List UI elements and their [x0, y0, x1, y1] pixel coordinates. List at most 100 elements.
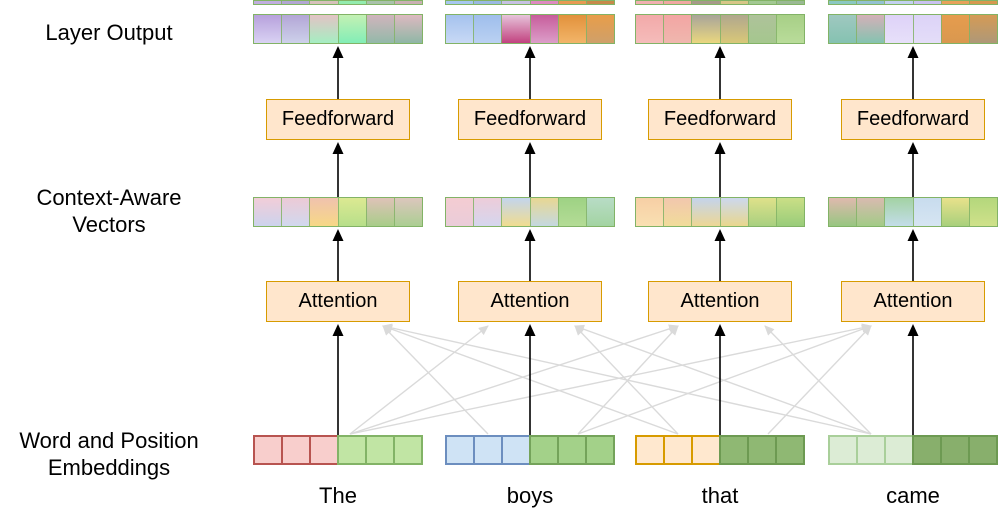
- vector-cell: [557, 198, 586, 226]
- vector-cell: [529, 198, 558, 226]
- context-aware-vector: [253, 197, 423, 227]
- vector-cell: [254, 1, 282, 4]
- vector-cell: [691, 15, 720, 43]
- label-word-position-embeddings: Word and Position Embeddings: [4, 427, 214, 481]
- context-aware-vector: [828, 197, 998, 227]
- vector-cell: [393, 198, 423, 226]
- position-embedding-cell: [557, 435, 587, 465]
- vector-cell: [829, 15, 857, 43]
- feedforward-box: Feedforward: [648, 99, 792, 140]
- word-embedding-cell: [856, 435, 886, 465]
- vector-cell: [281, 198, 310, 226]
- vector-cell: [775, 15, 805, 43]
- vector-cell: [473, 15, 502, 43]
- next-layer-vector-cropped: [445, 0, 615, 5]
- embedding-vector: [445, 435, 615, 465]
- vector-cell: [393, 15, 423, 43]
- vector-cell: [337, 15, 366, 43]
- vector-cell: [585, 198, 615, 226]
- attention-box: Attention: [841, 281, 985, 322]
- attention-box-label: Attention: [490, 290, 570, 312]
- label-layer-output: Layer Output: [45, 20, 173, 45]
- vector-cell: [254, 15, 282, 43]
- cross-attention-arrow: [382, 323, 872, 435]
- position-embedding-cell: [747, 435, 777, 465]
- word-embedding-cell: [253, 435, 283, 465]
- vector-cell: [501, 15, 530, 43]
- label-embeddings-line1: Word and Position: [19, 428, 199, 453]
- feedforward-box: Feedforward: [458, 99, 602, 140]
- layer-output-vector: [445, 14, 615, 44]
- vector-cell: [636, 15, 664, 43]
- label-context-aware-line1: Context-Aware: [36, 185, 182, 210]
- feedforward-box-label: Feedforward: [473, 108, 587, 130]
- vector-cell: [281, 1, 310, 4]
- word-embedding-cell: [445, 435, 475, 465]
- cross-attention-arrows: [349, 323, 872, 435]
- vector-cell: [473, 1, 502, 4]
- vector-cell: [968, 15, 998, 43]
- position-embedding-cell: [968, 435, 998, 465]
- cross-attention-arrow: [382, 325, 489, 435]
- cross-attention-arrow: [767, 325, 872, 435]
- vector-cell: [884, 198, 913, 226]
- vector-cell: [719, 198, 748, 226]
- vector-cell: [829, 1, 857, 4]
- vector-cell: [940, 1, 969, 4]
- context-aware-vector: [635, 197, 805, 227]
- vector-cell: [856, 198, 885, 226]
- vector-cell: [585, 15, 615, 43]
- vector-cell: [309, 15, 338, 43]
- embedding-vector: [253, 435, 423, 465]
- word-embedding-cell: [884, 435, 914, 465]
- vector-cell: [775, 1, 805, 4]
- word-label: that: [701, 483, 739, 508]
- vector-cell: [775, 198, 805, 226]
- cross-attention-arrow: [349, 323, 872, 435]
- label-embeddings-line2: Embeddings: [47, 455, 171, 480]
- position-embedding-cell: [775, 435, 805, 465]
- vector-cell: [337, 1, 366, 4]
- next-layer-vector-cropped: [253, 0, 423, 5]
- word-embedding-cell: [501, 435, 531, 465]
- vector-cell: [940, 15, 969, 43]
- vector-cell: [309, 198, 338, 226]
- vector-cell: [663, 1, 692, 4]
- word-label: came: [886, 483, 940, 508]
- vector-cell: [663, 15, 692, 43]
- vector-cell: [446, 1, 474, 4]
- vector-cell: [529, 1, 558, 4]
- vector-cell: [912, 198, 941, 226]
- vector-cell: [473, 198, 502, 226]
- position-embedding-cell: [337, 435, 367, 465]
- vector-cell: [557, 1, 586, 4]
- vector-cell: [968, 1, 998, 4]
- vector-cell: [585, 1, 615, 4]
- feedforward-box-label: Feedforward: [281, 108, 395, 130]
- embedding-vector: [635, 435, 805, 465]
- cross-attention-arrow: [764, 325, 872, 435]
- cross-attention-arrow: [349, 325, 489, 435]
- next-layer-vector-cropped: [635, 0, 805, 5]
- vector-cell: [691, 198, 720, 226]
- word-embedding-cell: [281, 435, 311, 465]
- position-embedding-cell: [719, 435, 749, 465]
- feedforward-box: Feedforward: [266, 99, 410, 140]
- vector-cell: [254, 198, 282, 226]
- vector-cell: [912, 1, 941, 4]
- vector-cell: [691, 1, 720, 4]
- word-embedding-cell: [691, 435, 721, 465]
- position-embedding-cell: [365, 435, 395, 465]
- attention-box: Attention: [648, 281, 792, 322]
- word-embedding-cell: [309, 435, 339, 465]
- vector-cell: [337, 198, 366, 226]
- vector-cell: [446, 15, 474, 43]
- label-context-aware-line2: Vectors: [72, 212, 146, 237]
- vector-cell: [912, 15, 941, 43]
- vector-cell: [365, 15, 394, 43]
- word-embedding-cell: [473, 435, 503, 465]
- vector-cell: [309, 1, 338, 4]
- vector-cell: [829, 198, 857, 226]
- next-layer-vector-cropped: [828, 0, 998, 5]
